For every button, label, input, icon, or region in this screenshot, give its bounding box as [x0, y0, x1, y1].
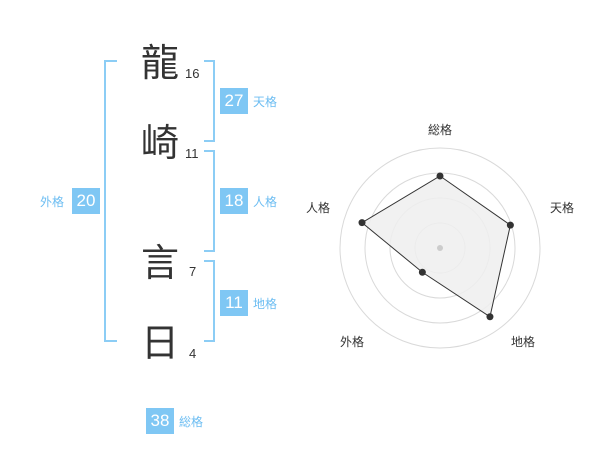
jinkaku-bracket — [204, 150, 215, 252]
radar-axis-label-gaikaku: 外格 — [340, 335, 365, 349]
stroke-count-4: 4 — [189, 346, 197, 361]
radar-chart: 総格 天格 地格 外格 人格 — [290, 100, 600, 380]
radar-axis-label-soukaku: 総格 — [428, 123, 453, 137]
tenkaku-label: 天格 — [253, 95, 278, 109]
stroke-count-1: 16 — [185, 66, 200, 81]
name-char-3: 言 — [141, 241, 180, 285]
name-char-2: 崎 — [141, 121, 180, 165]
radar-point-4 — [358, 219, 366, 227]
gaikaku-bracket — [104, 60, 117, 342]
radar-point-3 — [418, 268, 426, 276]
radar-chart-svg — [339, 147, 541, 349]
chikaku-bracket — [204, 260, 215, 342]
gaikaku-label: 外格 — [40, 195, 65, 209]
radar-axis-label-jinkaku: 人格 — [306, 201, 331, 215]
radar-point-2 — [486, 313, 494, 321]
radar-point-0 — [436, 172, 444, 180]
tenkaku-badge: 27 — [220, 88, 248, 114]
radar-axis-label-tenkaku: 天格 — [550, 201, 575, 215]
chikaku-badge: 11 — [220, 290, 248, 316]
name-char-1: 龍 — [141, 41, 180, 85]
jinkaku-label: 人格 — [253, 195, 278, 209]
radar-axis-label-chikaku: 地格 — [511, 335, 536, 349]
radar-center-dot — [437, 245, 443, 251]
radar-point-1 — [506, 221, 514, 229]
radar-series-polygon — [361, 175, 511, 318]
tenkaku-bracket — [204, 60, 215, 142]
soukaku-label: 総格 — [179, 415, 204, 429]
radar-ring-4 — [339, 147, 541, 349]
gaikaku-badge: 20 — [72, 188, 100, 214]
stroke-count-3: 7 — [189, 264, 197, 279]
name-char-4: 日 — [141, 321, 180, 365]
soukaku-badge: 38 — [146, 408, 174, 434]
stroke-count-2: 11 — [185, 146, 199, 161]
chikaku-label: 地格 — [253, 297, 278, 311]
jinkaku-badge: 18 — [220, 188, 248, 214]
